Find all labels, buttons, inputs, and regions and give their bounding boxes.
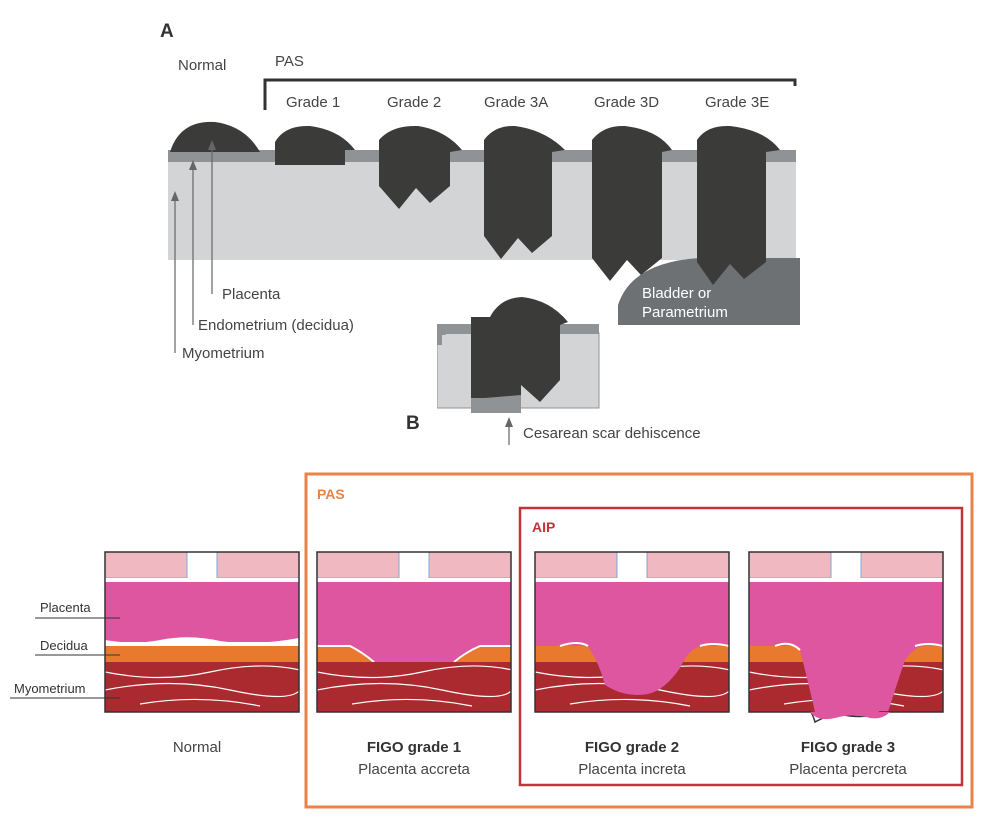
diagram-normal	[105, 552, 299, 712]
scar-label: Cesarean scar dehiscence	[523, 425, 701, 442]
caption-grade-2-subtitle: Placenta increta	[578, 761, 686, 778]
panel-a-letter: A	[160, 21, 174, 42]
diagram-accreta	[317, 552, 511, 712]
caption-grade-1-subtitle: Placenta accreta	[358, 761, 470, 778]
myometrium-layer	[168, 150, 796, 260]
placenta-grade-3a	[484, 125, 565, 259]
grade-3a-label: Grade 3A	[484, 94, 548, 111]
caption-grade-3-title: FIGO grade 3	[801, 739, 895, 756]
diagram-increta	[535, 552, 729, 712]
myometrium-label-a: Myometrium	[182, 345, 265, 362]
placenta-grade-3d	[592, 125, 672, 281]
caption-grade-1-title: FIGO grade 1	[367, 739, 461, 756]
placenta-grade-2	[379, 125, 462, 209]
bladder-shape	[618, 258, 800, 325]
bladder-label-line2: Parametrium	[642, 304, 728, 321]
myometrium-label-c: Myometrium	[14, 681, 86, 696]
placenta-grade-1	[275, 125, 355, 165]
placenta-scar	[471, 297, 568, 402]
diagram-percreta	[749, 552, 943, 712]
placenta-label-c: Placenta	[40, 600, 91, 615]
caption-grade-3-subtitle: Placenta percreta	[789, 761, 907, 778]
grade-2-label: Grade 2	[387, 94, 441, 111]
percreta-protrusion	[810, 712, 890, 720]
endometrium-label: Endometrium (decidua)	[198, 317, 354, 334]
pas-label-c: PAS	[317, 486, 345, 502]
pas-bracket	[263, 78, 797, 110]
normal-label: Normal	[178, 57, 226, 74]
grade-3d-label: Grade 3D	[594, 94, 659, 111]
grade-3e-label: Grade 3E	[705, 94, 769, 111]
pas-label-a: PAS	[275, 53, 304, 70]
caption-grade-2-title: FIGO grade 2	[585, 739, 679, 756]
placenta-normal	[170, 121, 260, 152]
caption-normal: Normal	[173, 739, 221, 756]
pas-box	[304, 472, 974, 809]
aip-label: AIP	[532, 519, 555, 535]
decidua-label-c: Decidua	[40, 638, 88, 653]
placenta-grade-3e	[697, 125, 780, 285]
aip-box	[518, 506, 964, 787]
panel-b-letter: B	[406, 413, 420, 434]
bladder-label-line1: Bladder or	[642, 285, 711, 302]
grade-1-label: Grade 1	[286, 94, 340, 111]
placenta-label-a: Placenta	[222, 286, 281, 303]
